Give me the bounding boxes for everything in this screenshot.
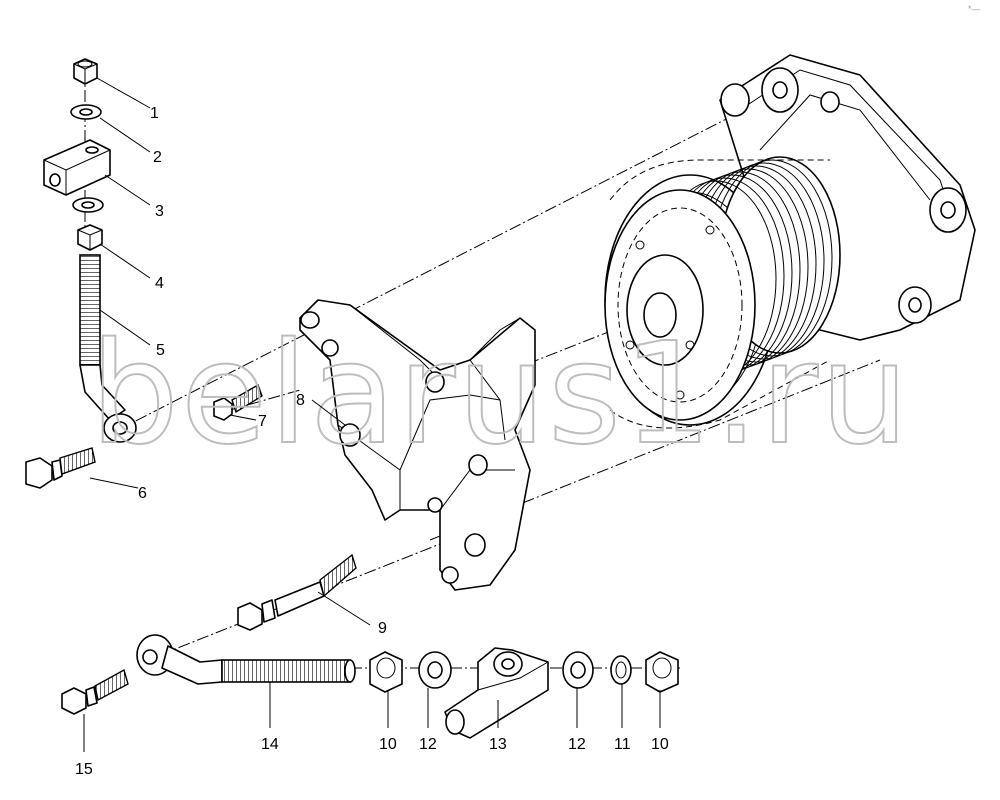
bracket-13: [444, 647, 549, 739]
bolt-7: [213, 383, 263, 421]
callout-labels: 1 2 3 4 5 6 7 8 9 10 12 13 12 11 10 14 1…: [75, 105, 669, 778]
callout-5: 5: [156, 342, 165, 359]
leader-lines: [83, 77, 661, 752]
callout-12-right: 12: [568, 736, 586, 753]
callout-7: 7: [258, 413, 267, 430]
nut-4: [77, 224, 103, 251]
nut-10-left: [369, 651, 403, 693]
mounting-bracket: [299, 299, 536, 591]
washer-12-right: [562, 651, 594, 689]
callout-12-left: 12: [419, 736, 437, 753]
callout-10-right: 10: [651, 736, 669, 753]
callout-6: 6: [138, 485, 147, 502]
bolt-9: [237, 553, 357, 631]
callout-10-left: 10: [379, 736, 397, 753]
alternator: [604, 54, 976, 429]
corner-mark: *—: [968, 4, 981, 14]
callout-8: 8: [296, 392, 305, 409]
callout-2: 2: [153, 149, 162, 166]
washer-lower: [72, 197, 104, 213]
adjusting-rod-14: [136, 634, 356, 685]
callout-4: 4: [155, 275, 164, 292]
callout-15: 15: [75, 761, 93, 778]
callout-14: 14: [261, 736, 279, 753]
clamp-block-3: [43, 139, 111, 196]
callout-3: 3: [155, 203, 164, 220]
nut-10-right: [645, 651, 679, 693]
callout-13: 13: [489, 736, 507, 753]
washer-2: [70, 104, 102, 120]
callout-1: 1: [150, 105, 159, 122]
watermark: belarus1.ru: [90, 313, 911, 476]
bolt-6: [25, 447, 96, 489]
washer-12-left: [418, 651, 452, 689]
callout-11: 11: [614, 736, 631, 753]
adjusting-rod-5: [79, 254, 137, 443]
lock-washer-11: [610, 655, 632, 685]
nut-1: [73, 58, 98, 85]
callout-9: 9: [378, 620, 387, 637]
bolt-15: [61, 668, 129, 715]
